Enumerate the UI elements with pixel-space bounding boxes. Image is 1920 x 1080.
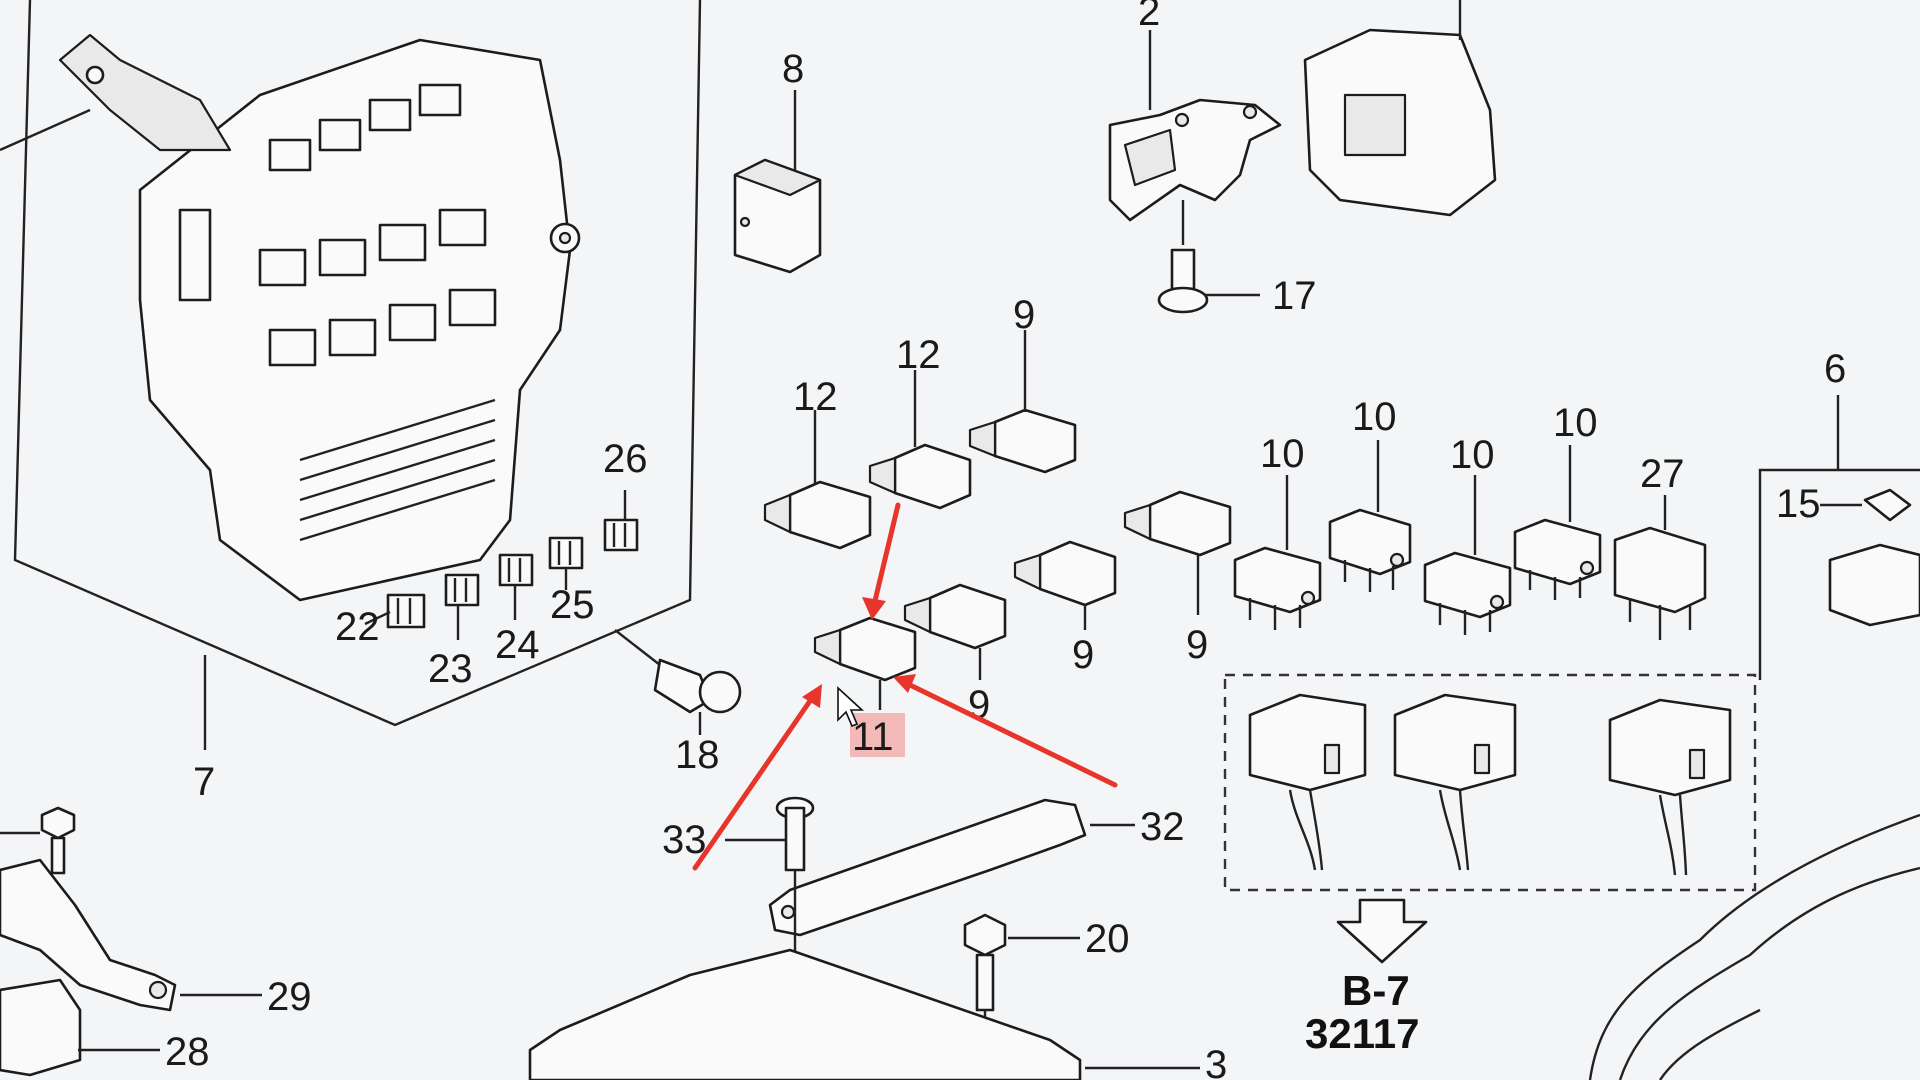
annotation-arrow-1 — [871, 502, 901, 608]
callout-11-highlight — [850, 713, 905, 757]
mini-fuse-23[interactable] — [444, 573, 480, 607]
mini-fuse-25[interactable] — [548, 536, 584, 570]
relay-9-right[interactable]: 9 — [1123, 490, 1232, 667]
connector-1[interactable] — [1248, 693, 1367, 871]
callout-18: 18 — [675, 733, 720, 777]
callout-24: 24 — [495, 623, 540, 667]
callout-9-top: 9 — [1013, 293, 1035, 337]
callout-9-right: 9 — [1186, 623, 1208, 667]
annotation-arrow-2 — [692, 695, 815, 871]
relay-12-left[interactable]: 12 — [763, 375, 872, 550]
callout-3: 3 — [1205, 1043, 1227, 1080]
bolt-20[interactable]: 20 — [963, 913, 1130, 1080]
relay-10-d[interactable]: 10 — [1513, 401, 1602, 600]
down-arrow-icon — [1336, 898, 1428, 964]
clip-15[interactable] — [1863, 488, 1912, 522]
reference-arrow: B-7 32117 — [1305, 898, 1428, 1057]
bolt-17[interactable]: 17 — [1157, 248, 1317, 318]
vehicle-outline — [1588, 813, 1920, 1080]
relay-11[interactable]: 11 — [813, 616, 917, 759]
bracket-2[interactable]: 2 — [1108, 0, 1282, 245]
callout-17: 17 — [1272, 274, 1317, 318]
relay-27[interactable]: 27 — [1613, 452, 1707, 640]
callout-20: 20 — [1085, 917, 1130, 961]
callout-15: 15 — [1776, 482, 1821, 526]
callout-26: 26 — [603, 437, 648, 481]
control-module[interactable] — [1303, 0, 1497, 217]
callout-12-right: 12 — [896, 333, 941, 377]
bracket-28[interactable]: 28 — [0, 978, 210, 1077]
mini-fuse-22[interactable] — [386, 593, 426, 629]
annotation-arrow-3 — [905, 681, 1118, 788]
fuse-box-bracket — [58, 33, 232, 152]
bolt-left[interactable] — [0, 806, 76, 875]
relay-10-a[interactable]: 10 — [1233, 432, 1322, 630]
connector-group — [1223, 673, 1757, 892]
mouse-cursor-icon — [837, 686, 865, 728]
callout-33: 33 — [662, 818, 707, 862]
callout-29: 29 — [267, 975, 312, 1019]
callout-10-b: 10 — [1352, 395, 1397, 439]
callout-6: 6 — [1824, 347, 1846, 391]
relay-9-top[interactable]: 9 — [968, 293, 1077, 474]
fuse-slots — [178, 83, 581, 367]
mini-fuse-26[interactable] — [603, 518, 639, 552]
callout-8: 8 — [782, 47, 804, 91]
relay-12-right[interactable]: 12 — [868, 333, 972, 510]
callout-27: 27 — [1640, 452, 1685, 496]
reference-part-number: 32117 — [1305, 1010, 1419, 1057]
right-group: 6 15 — [1758, 347, 1920, 680]
callout-25: 25 — [550, 583, 595, 627]
ecu-housing[interactable]: 3 — [528, 948, 1227, 1080]
relay-10-c[interactable]: 10 — [1423, 433, 1512, 635]
bracket-29[interactable]: 29 — [0, 858, 312, 1019]
fuse-box-ribs — [299, 398, 496, 542]
callout-7: 7 — [193, 760, 215, 804]
callout-23: 23 — [428, 647, 473, 691]
callout-9-middle: 9 — [1072, 633, 1094, 677]
fuse-box-frame — [13, 0, 702, 727]
relay-10-b[interactable]: 10 — [1328, 395, 1412, 592]
callout-10-d: 10 — [1553, 401, 1598, 445]
callout-12-left: 12 — [793, 375, 838, 419]
bracket-hole — [85, 65, 105, 85]
callout-22: 22 — [335, 605, 380, 649]
callout-11: 11 — [852, 715, 894, 759]
bracket-32[interactable]: 32 — [768, 798, 1185, 937]
reference-section: B-7 — [1342, 967, 1410, 1014]
connector-frame — [1223, 673, 1757, 892]
annotation-arrows — [692, 502, 1118, 871]
connector-6[interactable] — [1828, 543, 1920, 627]
relay-9-middle[interactable]: 9 — [1013, 540, 1117, 677]
relay-bank: 12 12 9 11 9 — [763, 293, 1707, 759]
bracket-leader — [0, 108, 91, 152]
callout-10-c: 10 — [1450, 433, 1495, 477]
mini-fuse-24[interactable] — [498, 553, 534, 587]
connector-2[interactable] — [1393, 693, 1517, 871]
connector-3[interactable] — [1608, 698, 1732, 876]
right-group-frame — [1758, 468, 1920, 680]
bolt-18[interactable]: 18 — [614, 629, 742, 777]
fuse-box-group: 22 23 24 25 26 7 — [0, 0, 702, 804]
relay-8[interactable]: 8 — [733, 47, 822, 274]
callout-32: 32 — [1140, 805, 1185, 849]
callout-28: 28 — [165, 1030, 210, 1074]
callout-2: 2 — [1138, 0, 1160, 34]
callout-10-a: 10 — [1260, 432, 1305, 476]
relay-9-lower-left[interactable]: 9 — [903, 583, 1007, 727]
